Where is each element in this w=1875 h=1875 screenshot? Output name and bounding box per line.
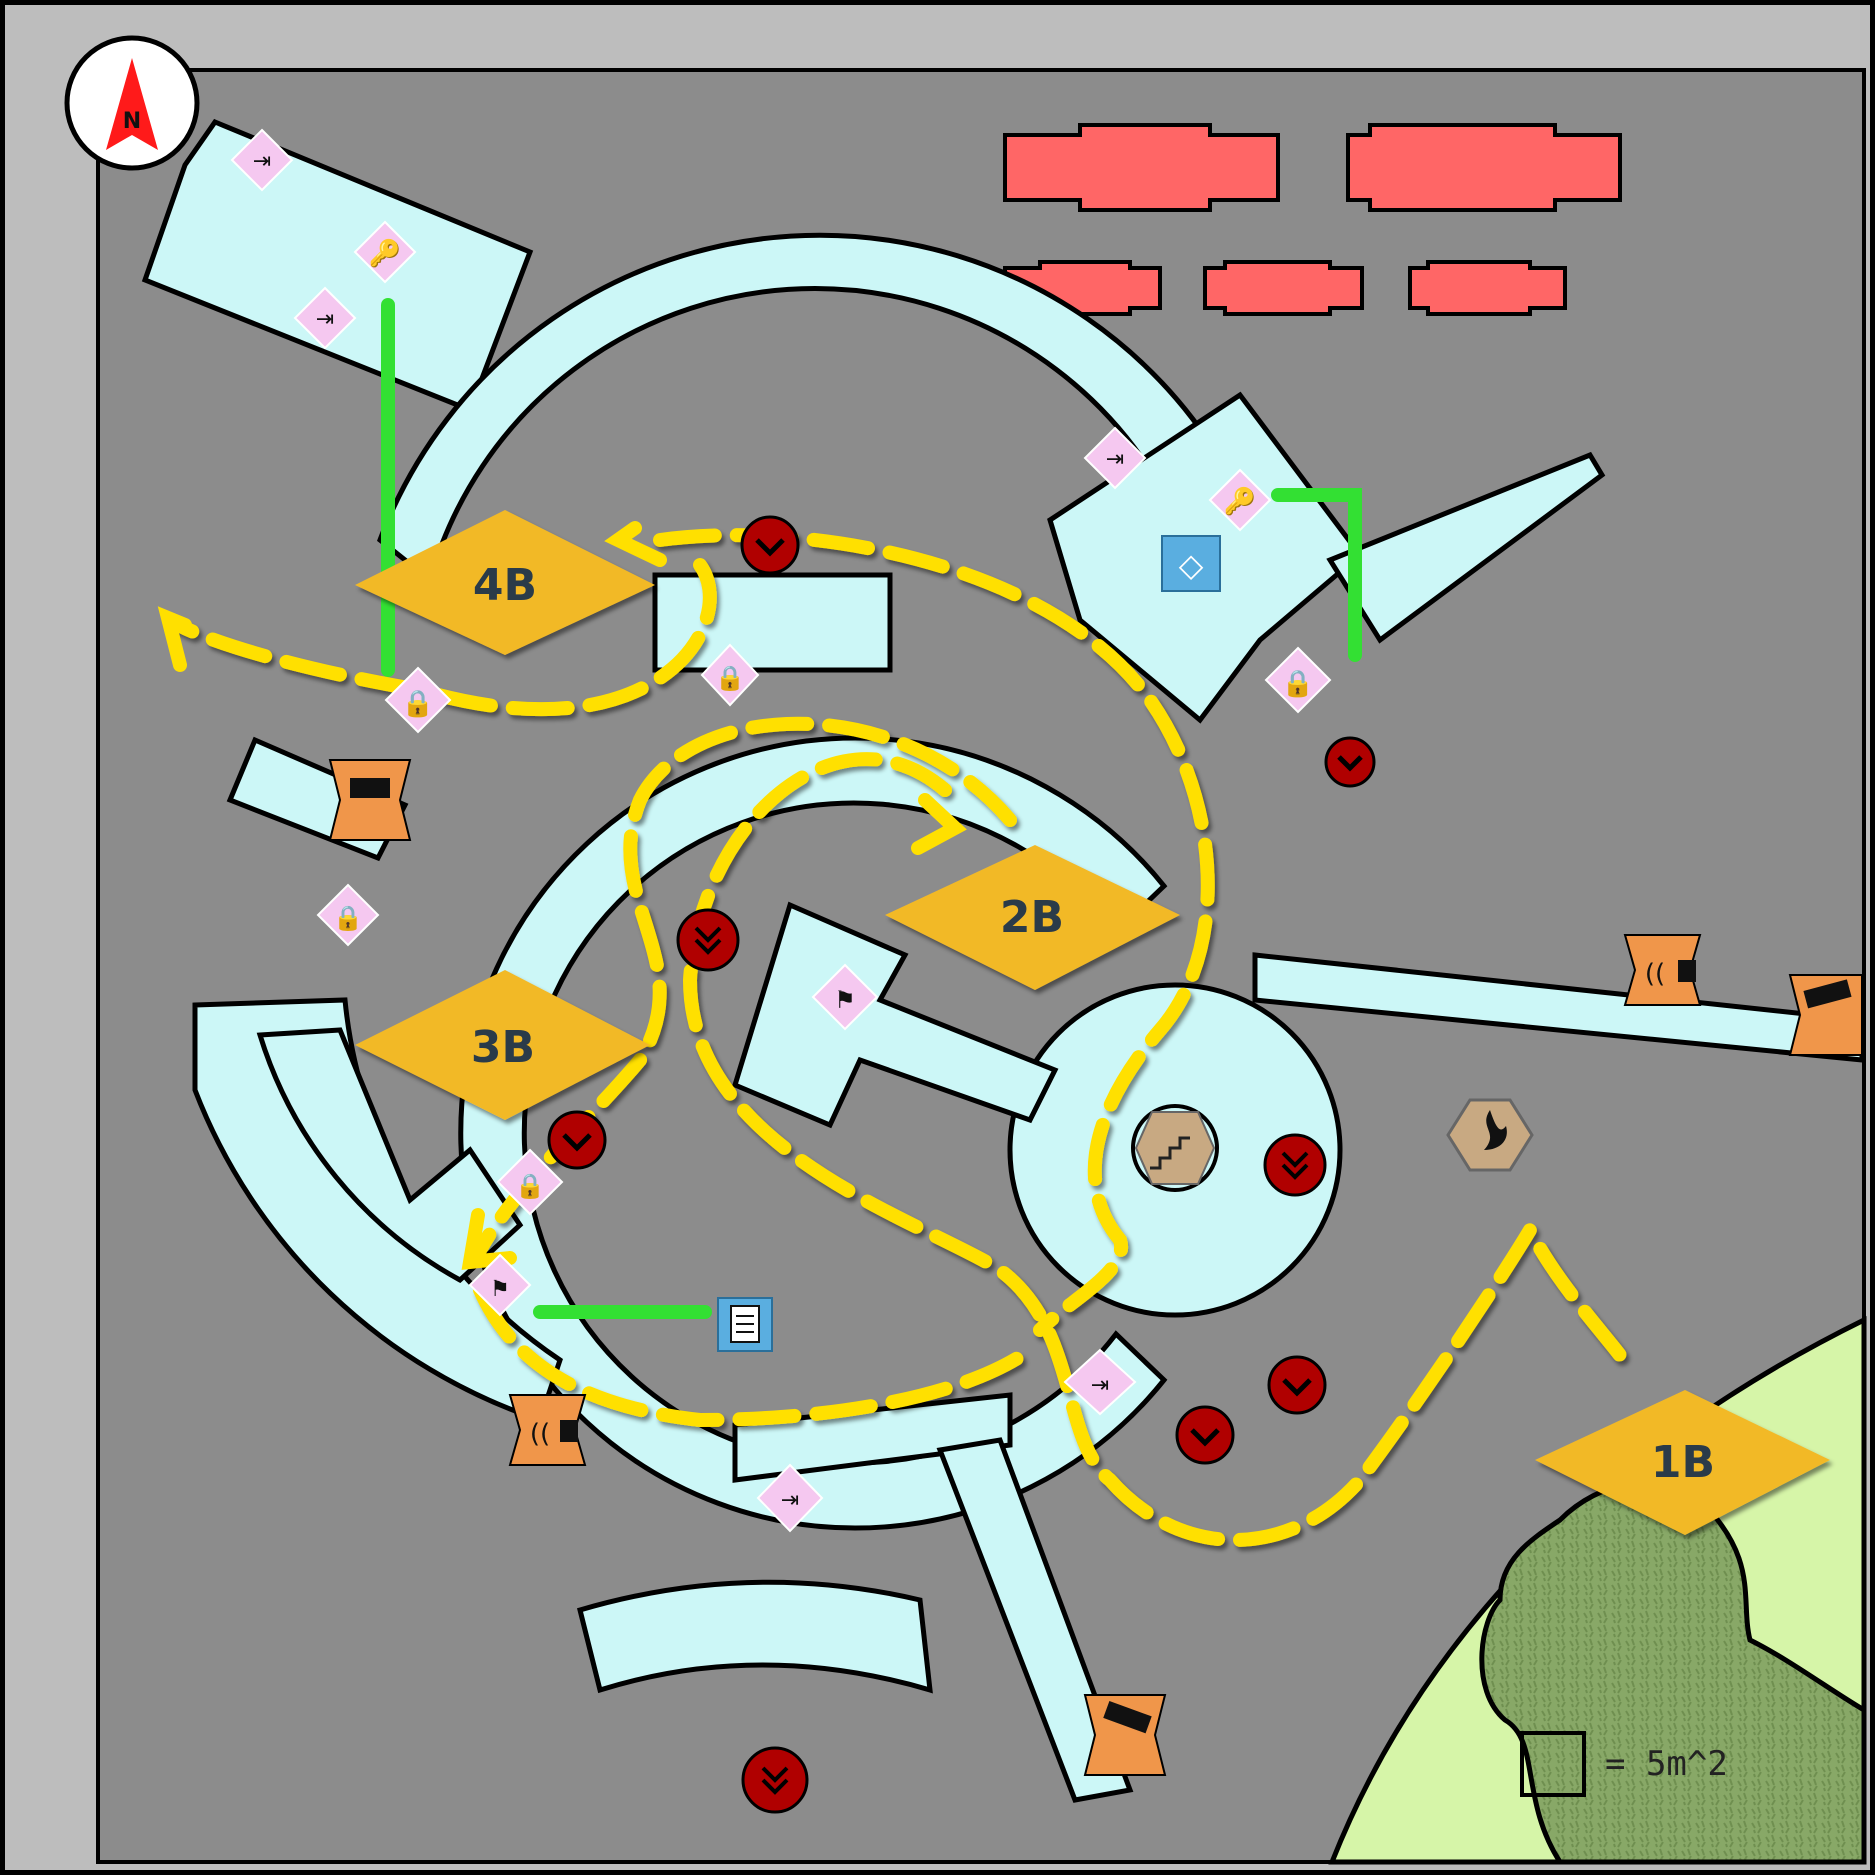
svg-text:⚑: ⚑ — [834, 986, 856, 1014]
zone-4b-label: 4B — [473, 560, 537, 611]
svg-text:⇥: ⇥ — [1106, 447, 1124, 472]
svg-text:🔒: 🔒 — [333, 904, 363, 932]
svg-text:🔒: 🔒 — [402, 689, 434, 719]
fire-hazard-icon — [1446, 1098, 1534, 1172]
sentry-marker-icon[interactable] — [676, 908, 740, 972]
zone-3b[interactable]: 3B — [355, 970, 650, 1120]
lock-icon[interactable]: 🔒 — [384, 666, 452, 734]
alarm-speaker-icon[interactable]: (( — [508, 1394, 587, 1466]
exit-door-icon[interactable]: ⇥ — [293, 286, 357, 350]
svg-text:🔑: 🔑 — [369, 237, 401, 269]
svg-text:⇥: ⇥ — [316, 307, 334, 332]
key-icon[interactable]: 🔑 — [353, 220, 417, 284]
guard-marker-icon[interactable] — [1175, 1405, 1235, 1465]
svg-text:🔒: 🔒 — [515, 1172, 545, 1200]
zone-3b-label: 3B — [471, 1022, 535, 1073]
svg-text:⇥: ⇥ — [253, 149, 271, 174]
zone-1b[interactable]: 1B — [1535, 1390, 1830, 1535]
zone-markers: 4B 2B 3B 1B — [355, 510, 1830, 1535]
door-badges: ⇥ ⇥ 🔑 ⇥ 🔑 🔒 🔒 🔒 🔒 🔒 ⚑ ⚑ ⇥ ⇥ — [230, 128, 1332, 1533]
svg-text:🔒: 🔒 — [715, 664, 745, 692]
svg-text:⇥: ⇥ — [1091, 1373, 1109, 1398]
zone-4b[interactable]: 4B — [355, 510, 655, 655]
svg-text:⚑: ⚑ — [490, 1277, 510, 1302]
svg-text:⇥: ⇥ — [781, 1488, 799, 1513]
svg-text:🔑: 🔑 — [1224, 485, 1256, 517]
scale-label: = 5m^2 — [1605, 1744, 1728, 1784]
exit-door-icon[interactable]: ⇥ — [1083, 426, 1147, 490]
camera-icon[interactable] — [1083, 1694, 1167, 1776]
zone-2b[interactable]: 2B — [885, 845, 1180, 990]
secure-paths — [381, 298, 1362, 1319]
compass-icon: N — [64, 35, 200, 171]
lock-icon[interactable]: 🔒 — [496, 1148, 564, 1216]
zone-1b-label: 1B — [1651, 1437, 1715, 1488]
exit-door-icon[interactable]: ⇥ — [1063, 1348, 1137, 1416]
guard-markers — [547, 515, 1376, 1814]
sentry-marker-icon[interactable] — [1263, 1133, 1327, 1197]
flag-objective-icon[interactable]: ⚑ — [811, 963, 879, 1031]
stairs-icon[interactable] — [1131, 1104, 1219, 1192]
svg-text:((: (( — [530, 1419, 550, 1449]
svg-text:◇: ◇ — [1179, 546, 1204, 584]
guard-marker-icon[interactable] — [1324, 736, 1376, 788]
svg-text:🔒: 🔒 — [1282, 669, 1314, 699]
device-icons: (( (( — [328, 759, 1863, 1776]
guard-marker-icon[interactable] — [740, 515, 800, 575]
key-icon[interactable]: 🔑 — [1208, 468, 1272, 532]
scale-square — [1520, 1731, 1586, 1797]
sentry-marker-icon[interactable] — [741, 1746, 809, 1814]
compass-label: N — [123, 109, 141, 134]
exit-door-icon[interactable]: ⇥ — [230, 128, 294, 192]
tree-canopy — [1479, 1480, 1867, 1865]
diamond-gem-icon[interactable]: ◇ — [1161, 535, 1221, 592]
zone-2b-label: 2B — [1000, 892, 1064, 943]
guard-marker-icon[interactable] — [1267, 1355, 1327, 1415]
camera-icon[interactable] — [328, 759, 412, 841]
document-icon[interactable] — [717, 1297, 773, 1352]
exit-door-icon[interactable]: ⇥ — [756, 1463, 824, 1533]
guard-marker-icon[interactable] — [547, 1110, 607, 1170]
lock-icon[interactable]: 🔒 — [316, 883, 380, 947]
camera-icon[interactable] — [1788, 974, 1863, 1056]
svg-text:((: (( — [1645, 959, 1665, 989]
lock-icon[interactable]: 🔒 — [1264, 646, 1332, 714]
scale-legend: = 5m^2 — [1520, 1731, 1728, 1797]
alarm-speaker-icon[interactable]: (( — [1623, 934, 1702, 1006]
flag-objective-icon[interactable]: ⚑ — [468, 1253, 532, 1317]
lock-icon[interactable]: 🔒 — [700, 643, 760, 707]
building-structures — [141, 118, 1865, 1803]
